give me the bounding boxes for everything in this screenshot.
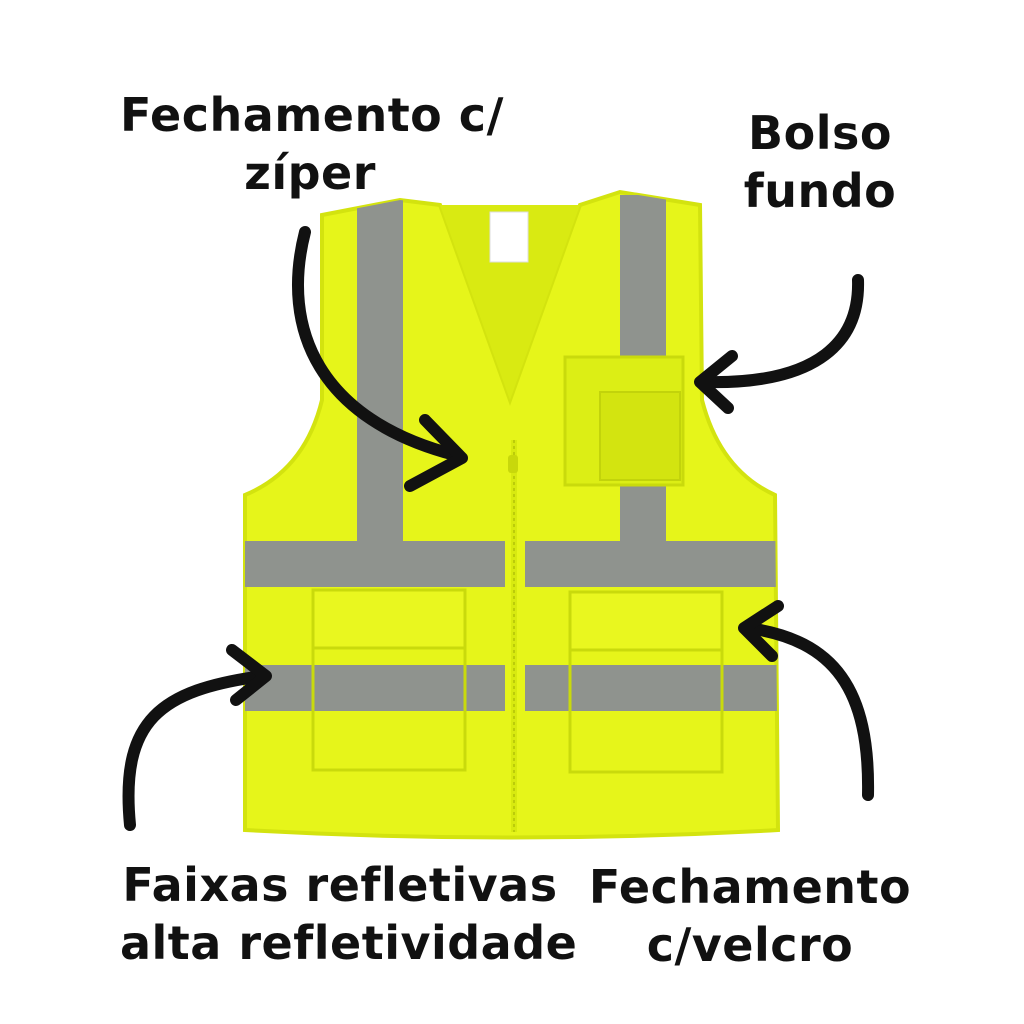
label-zipper-line2: zíper — [244, 146, 376, 200]
arrow-zipper-head — [404, 414, 468, 492]
label-velcro-closure: Fechamento c/velcro — [580, 858, 920, 974]
reflective-band-left-vertical — [357, 195, 403, 545]
label-zipper-closure: Fechamento c/ zíper — [120, 86, 504, 202]
reflective-band-lower-left — [245, 665, 505, 711]
label-pocket-line1: Bolso — [748, 106, 892, 160]
safety-vest-icon — [243, 189, 781, 840]
label-reflective-bands: Faixas refletivas alta refletividade — [120, 856, 578, 972]
curved-arrow-icon — [122, 226, 875, 831]
arrow-bands-head — [226, 644, 272, 706]
chest-pocket-inner — [599, 391, 681, 481]
arrow-velcro-head — [738, 600, 784, 662]
label-pocket-line2: fundo — [743, 164, 897, 218]
zipper-pull — [508, 455, 518, 473]
reflective-band-lower-right — [525, 665, 778, 711]
arrow-pocket — [698, 274, 865, 389]
label-velcro-line2: c/velcro — [646, 918, 854, 972]
lower-pocket-left-flap — [311, 588, 467, 650]
label-deep-pocket: Bolso fundo — [720, 104, 920, 220]
vest-neck-inner — [440, 205, 580, 400]
care-label — [489, 211, 529, 263]
label-zipper-line1: Fechamento c/ — [120, 88, 504, 142]
label-velcro-line1: Fechamento — [588, 860, 912, 914]
reflective-band-chest-left — [245, 541, 505, 587]
arrow-pocket-head — [694, 350, 738, 414]
lower-pocket-right-flap — [568, 590, 724, 652]
reflective-band-chest-right — [525, 541, 778, 587]
label-bands-line2: alta refletividade — [120, 916, 578, 970]
label-bands-line1: Faixas refletivas — [122, 858, 558, 912]
arrow-bands — [122, 670, 268, 831]
arrow-velcro — [742, 622, 875, 801]
arrow-zipper — [292, 226, 461, 461]
